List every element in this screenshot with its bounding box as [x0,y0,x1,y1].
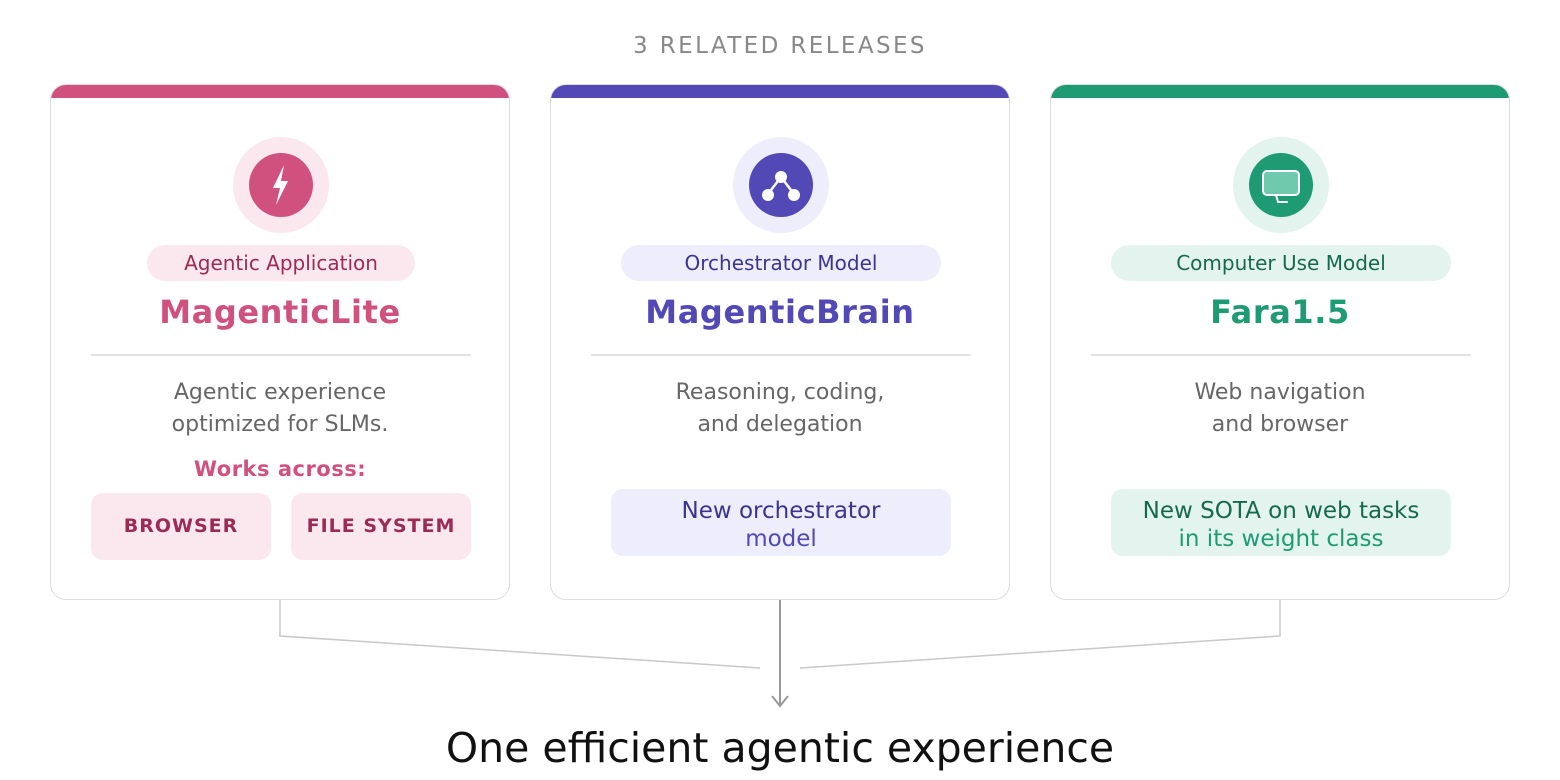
card-accent-bar [1051,85,1509,98]
highlight-note: New SOTA on web tasks in its weight clas… [1111,489,1451,556]
divider [591,354,971,356]
works-across-label: Works across: [193,457,367,481]
icon-badge [1233,137,1329,233]
divider [1091,354,1471,356]
description-line: and browser [1211,412,1349,437]
network-nodes-icon [749,153,813,217]
description-line: and delegation [697,412,863,437]
release-description: Agentic experience optimized for SLMs. [51,377,509,441]
note-line: in its weight class [1178,526,1384,552]
card-accent-bar [551,85,1009,98]
description-line: Reasoning, coding, [675,380,885,405]
category-pill: Computer Use Model [1111,245,1451,281]
description-line: Agentic experience [173,380,387,405]
divider [91,354,471,356]
release-name: MagenticBrain [645,293,915,331]
release-description: Web navigation and browser [1051,377,1509,441]
summary-text: One efficient agentic experience [445,724,1115,772]
release-name: Fara1.5 [1210,293,1350,331]
category-pill: Agentic Application [147,245,415,281]
card-fara: Computer Use Model Fara1.5 Web navigatio… [1050,84,1510,600]
icon-badge [733,137,829,233]
description-line: Web navigation [1194,380,1366,405]
monitor-icon [1249,153,1313,217]
note-line: New orchestrator [681,498,881,524]
note-line: New SOTA on web tasks [1142,498,1420,524]
release-description: Reasoning, coding, and delegation [551,377,1009,441]
release-name: MagenticLite [159,293,401,331]
description-line: optimized for SLMs. [171,412,389,437]
lightning-bolt-icon [249,153,313,217]
note-line: model [745,526,817,552]
chip-file-system: FILE SYSTEM [291,493,471,560]
highlight-note: New orchestrator model [611,489,951,556]
card-accent-bar [51,85,509,98]
chip-browser: BROWSER [91,493,271,560]
icon-badge [233,137,329,233]
category-pill: Orchestrator Model [621,245,941,281]
card-magenticlite: Agentic Application MagenticLite Agentic… [50,84,510,600]
card-magenticbrain: Orchestrator Model MagenticBrain Reasoni… [550,84,1010,600]
section-title: 3 RELATED RELEASES [633,33,927,59]
